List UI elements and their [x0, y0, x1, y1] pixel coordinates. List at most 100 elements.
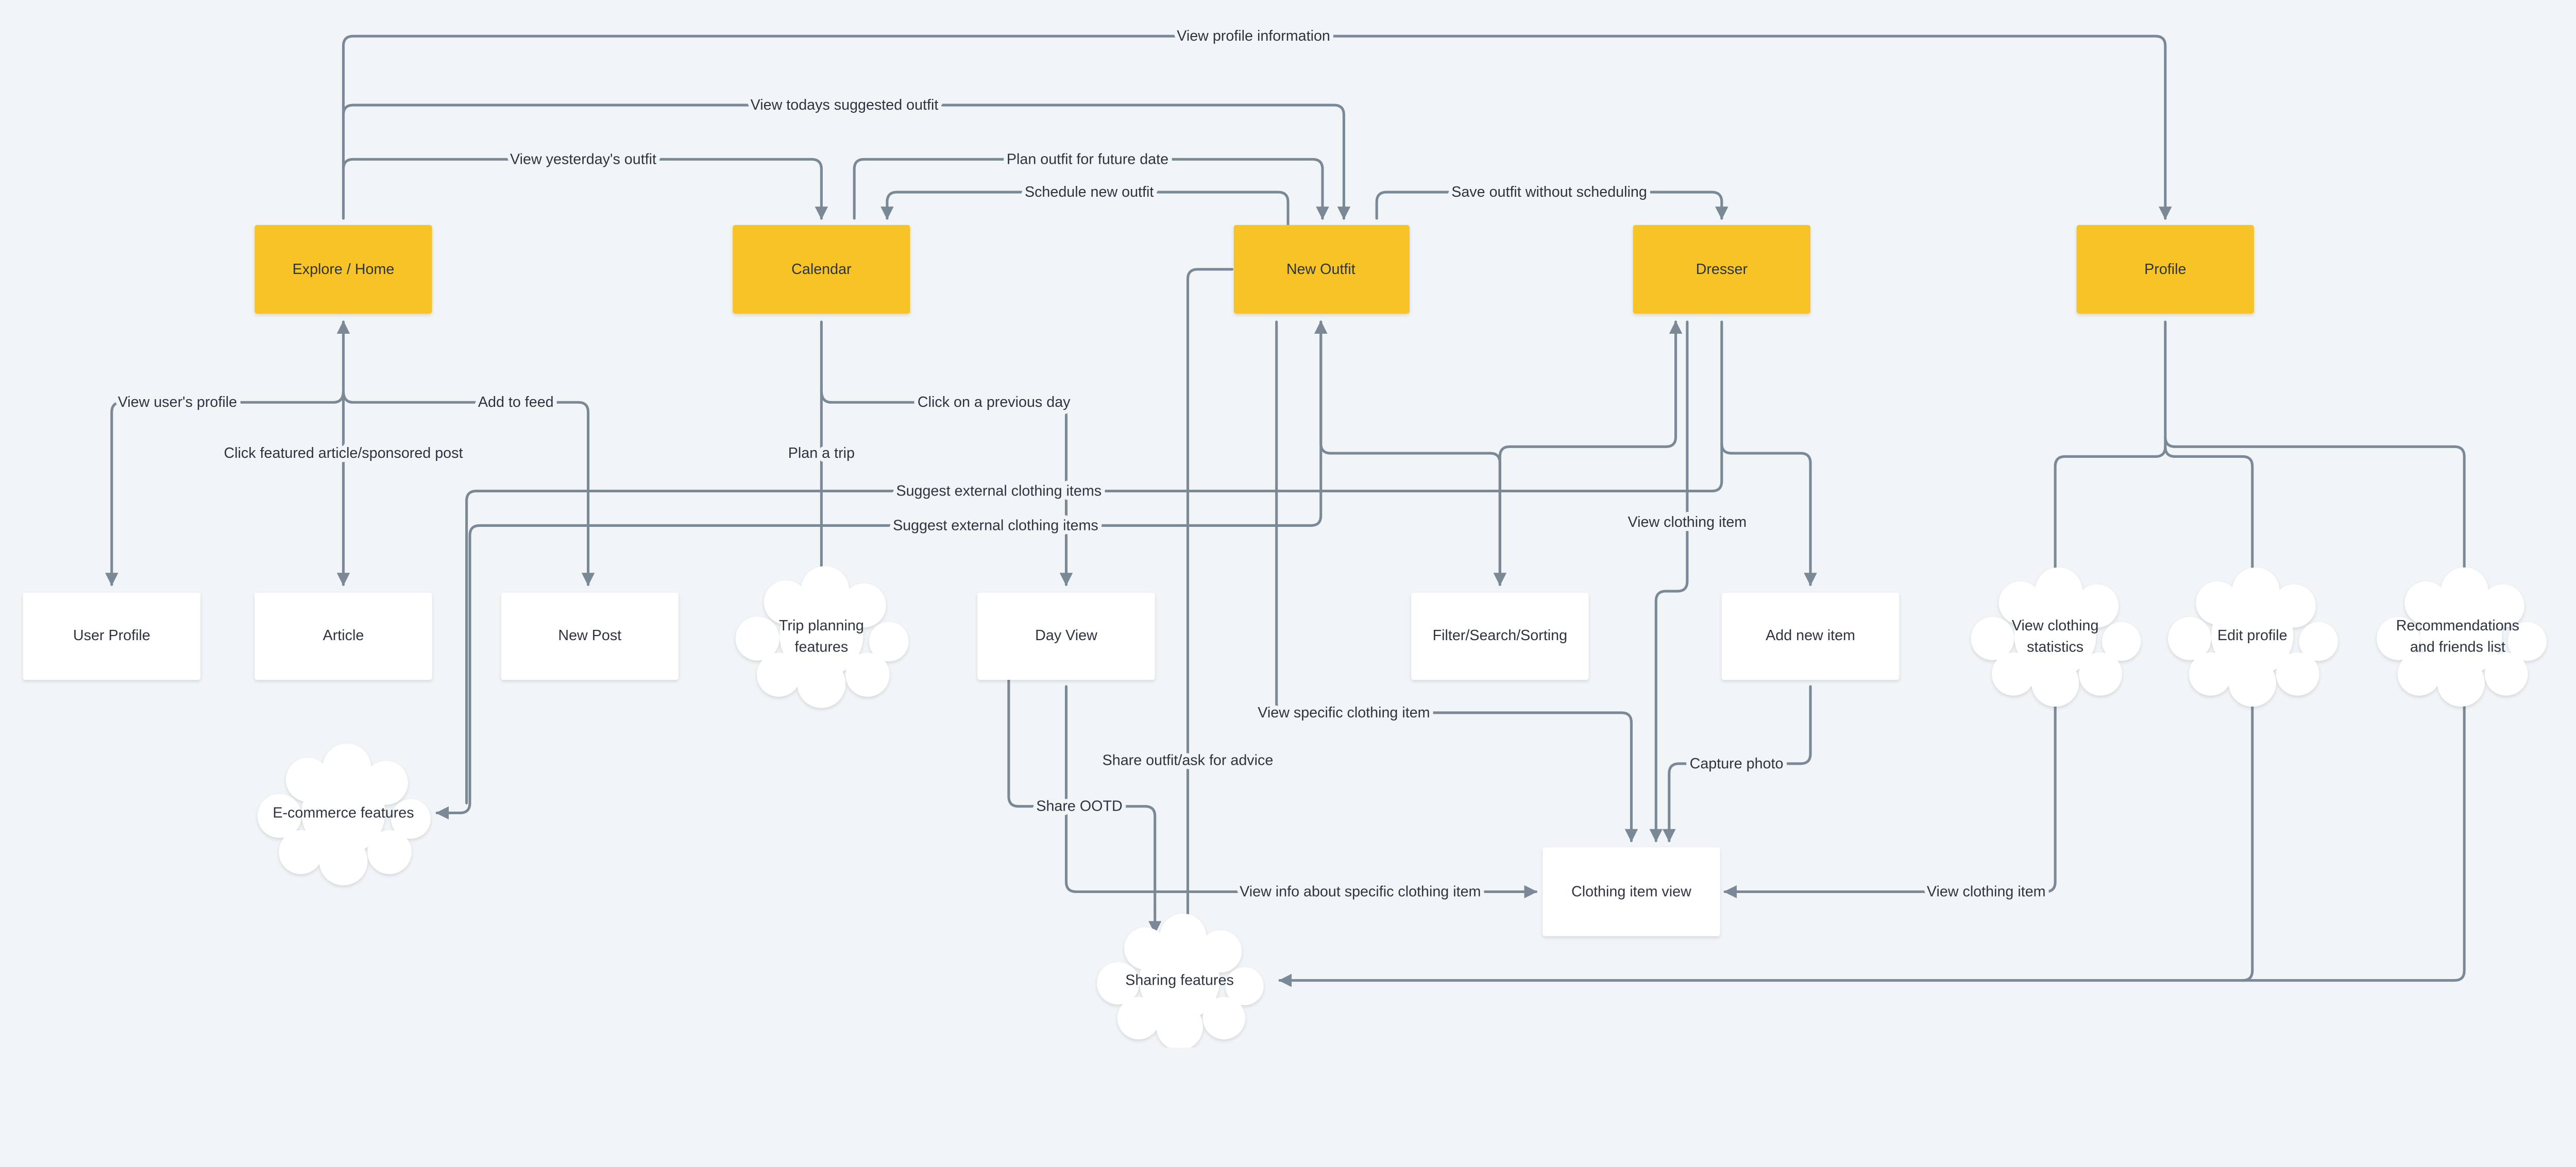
- cloud-shape: [735, 566, 909, 708]
- edge-label: Plan a trip: [788, 445, 855, 461]
- edge-save-without: [1375, 191, 1728, 220]
- cloud-trip-planning[interactable]: Trip planning features: [735, 566, 909, 708]
- edge-view-clothing-item-stats: [1723, 685, 2057, 899]
- cloud-sharing[interactable]: Sharing features: [1097, 913, 1264, 1048]
- edge-label: Capture photo: [1690, 756, 1784, 772]
- flow-diagram: Explore / Home Calendar New Outfit Dress…: [23, 24, 2547, 1048]
- node-label: Explore / Home: [293, 261, 395, 278]
- node-label: Filter/Search/Sorting: [1433, 627, 1567, 644]
- node-label: Clothing item view: [1571, 884, 1691, 900]
- cloud-puff: [2484, 652, 2528, 696]
- edge-profile-edit: [2164, 445, 2259, 590]
- edge-plan-future: [853, 158, 1329, 220]
- node-label: New Post: [558, 627, 621, 644]
- node-label-line: features: [795, 639, 849, 655]
- cloud-puff: [2168, 616, 2212, 660]
- cloud-puff: [735, 616, 780, 661]
- cloud-puff: [1139, 940, 1220, 1021]
- cloud-puff: [2397, 652, 2441, 696]
- node-label: Profile: [2144, 261, 2186, 278]
- edge-profile-stats: [2048, 320, 2167, 586]
- cloud-edit-profile[interactable]: Edit profile: [2168, 567, 2338, 707]
- cloud-puff: [391, 799, 431, 839]
- edge-label: Add to feed: [478, 394, 554, 410]
- edge-profile-recs: [2164, 435, 2471, 586]
- node-label-line: Recommendations: [2396, 617, 2519, 634]
- cloud-puff: [2189, 652, 2232, 696]
- edge-label: View user's profile: [118, 394, 237, 410]
- edge-add-to-feed: [342, 389, 595, 586]
- cloud-puff: [301, 771, 385, 855]
- node-label: Article: [323, 627, 364, 644]
- cloud-shape: [2377, 567, 2547, 707]
- node-clothing-item-view[interactable]: Clothing item view: [1543, 847, 1720, 936]
- cloud-puff: [367, 830, 412, 874]
- cloud-shape: [1097, 913, 1264, 1048]
- cloud-puff: [869, 622, 909, 662]
- node-label: User Profile: [73, 627, 150, 644]
- edge-view-yesterdays-outfit: [342, 158, 828, 220]
- node-label: E-commerce features: [273, 804, 414, 821]
- node-explore-home[interactable]: Explore / Home: [255, 225, 432, 314]
- edge-labels: View profile information View todays sug…: [114, 24, 2050, 904]
- edge-label: Suggest external clothing items: [893, 517, 1098, 534]
- node-day-view[interactable]: Day View: [977, 593, 1155, 680]
- edge-view-profile-info: [342, 35, 2172, 220]
- edge-view-todays-outfit: [342, 104, 1351, 220]
- node-user-profile[interactable]: User Profile: [23, 593, 201, 680]
- node-label-line: View clothing: [2012, 617, 2099, 634]
- node-label: Day View: [1035, 627, 1097, 644]
- edge-edit-to-sharing: [2241, 685, 2254, 982]
- node-calendar[interactable]: Calendar: [733, 225, 910, 314]
- edge-label: View clothing item: [1927, 884, 2046, 900]
- cloud-puff: [2014, 594, 2096, 677]
- edge-suggest-external-dresser: [465, 320, 1723, 804]
- cloud-puff: [1971, 616, 2014, 660]
- cloud-puff: [257, 794, 302, 838]
- node-label: Calendar: [791, 261, 852, 278]
- node-article[interactable]: Article: [255, 593, 432, 680]
- node-label: Sharing features: [1125, 972, 1234, 989]
- edge-capture-photo: [1663, 685, 1812, 843]
- edge-view-info-specific: [1064, 685, 1538, 899]
- cloud-ecommerce[interactable]: E-commerce features: [257, 743, 431, 886]
- node-new-outfit[interactable]: New Outfit: [1233, 225, 1410, 314]
- edge-label: View yesterday's outfit: [510, 151, 656, 167]
- edge-label: Save outfit without scheduling: [1451, 184, 1647, 200]
- cloud-puff: [845, 653, 890, 697]
- edge-view-clothing-item-dresser: [1649, 320, 1689, 843]
- cloud-puff: [2299, 622, 2338, 661]
- cloud-puff: [279, 830, 323, 874]
- cloud-puff: [1225, 967, 1264, 1005]
- edge-label: View profile information: [1177, 28, 1330, 44]
- edge-label: View todays suggested outfit: [751, 97, 939, 113]
- edge-recs-to-sharing: [1278, 685, 2466, 987]
- edge-label: View info about specific clothing item: [1240, 884, 1481, 900]
- cloud-puff: [2420, 594, 2502, 677]
- edge-label: Schedule new outfit: [1025, 184, 1154, 200]
- node-label: Add new item: [1766, 627, 1855, 644]
- edge-label: Plan outfit for future date: [1007, 151, 1168, 167]
- node-label: Dresser: [1696, 261, 1748, 278]
- node-new-post[interactable]: New Post: [501, 593, 679, 680]
- node-filter-search-sorting[interactable]: Filter/Search/Sorting: [1411, 593, 1589, 680]
- edge-share-ootd: [1007, 677, 1162, 934]
- node-dresser[interactable]: Dresser: [1633, 225, 1811, 314]
- cloud-puff: [2276, 652, 2319, 696]
- cloud-puff: [779, 593, 863, 678]
- node-label-line: Trip planning: [779, 617, 864, 634]
- node-add-new-item[interactable]: Add new item: [1721, 593, 1900, 680]
- cloud-puff: [2507, 622, 2547, 661]
- cloud-puff: [1117, 997, 1160, 1040]
- cloud-shape: [2168, 567, 2338, 707]
- cloud-puff: [1992, 652, 2035, 696]
- node-label: New Outfit: [1286, 261, 1355, 278]
- node-profile[interactable]: Profile: [2076, 225, 2254, 314]
- connectors: [105, 35, 2471, 987]
- edge-label: View clothing item: [1628, 514, 1747, 530]
- cloud-puff: [2102, 622, 2141, 661]
- edge-label: Share outfit/ask for advice: [1103, 752, 1274, 768]
- edge-label: Share OOTD: [1036, 798, 1122, 815]
